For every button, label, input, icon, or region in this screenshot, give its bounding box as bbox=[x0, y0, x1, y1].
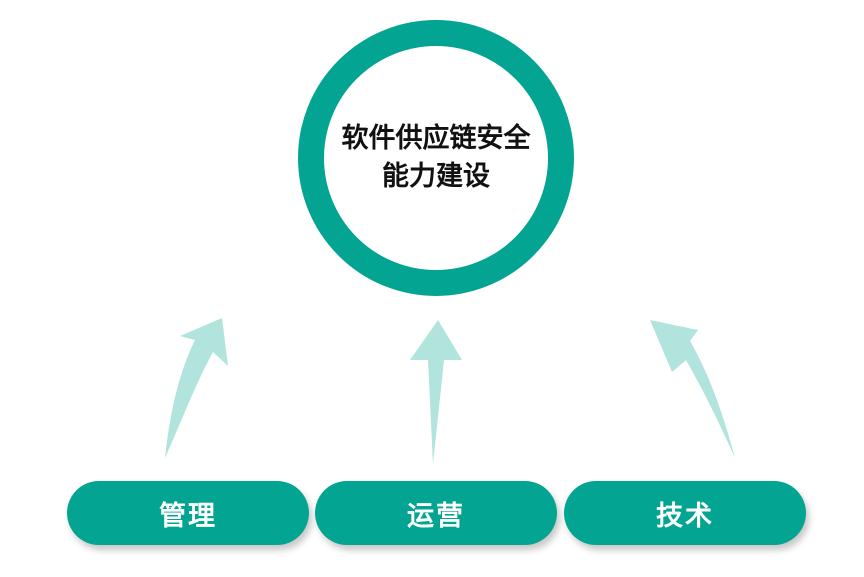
center-title: 软件供应链安全 能力建设 bbox=[326, 120, 546, 196]
arrow-left bbox=[165, 318, 228, 458]
arrow-right bbox=[650, 320, 735, 458]
pillar-technology-label: 技术 bbox=[656, 500, 714, 532]
center-circle: 软件供应链安全 能力建设 bbox=[298, 20, 574, 296]
arrow-center bbox=[410, 320, 462, 464]
center-title-line-2: 能力建设 bbox=[382, 161, 490, 192]
pillar-technology: 技术 bbox=[564, 481, 806, 545]
pillar-operations: 运营 bbox=[315, 481, 557, 545]
pillar-management: 管理 bbox=[67, 481, 309, 545]
center-title-line-1: 软件供应链安全 bbox=[341, 123, 531, 154]
pillar-operations-label: 运营 bbox=[407, 500, 465, 532]
pillar-management-label: 管理 bbox=[159, 500, 217, 532]
